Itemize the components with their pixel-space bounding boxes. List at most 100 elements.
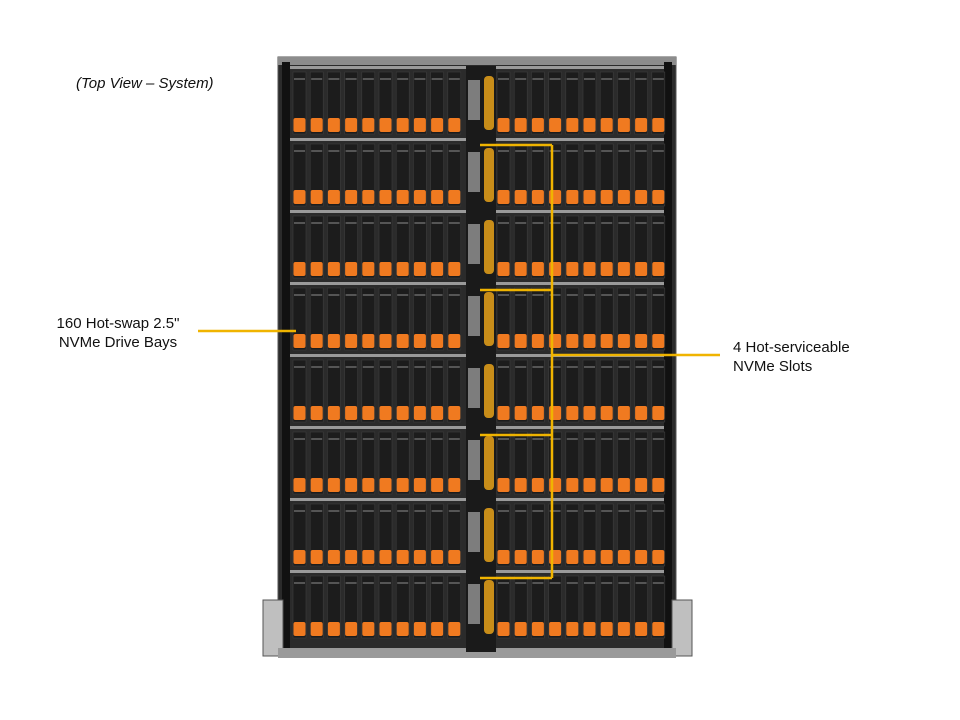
drive-latch (345, 478, 358, 492)
drive-label-strip (584, 294, 595, 296)
drive-label-strip (652, 294, 664, 296)
drive-latch (431, 118, 444, 132)
drive-label-strip (618, 222, 630, 224)
drive-label-strip (584, 222, 595, 224)
drive-label-strip (294, 294, 305, 296)
drive-latch (531, 406, 544, 420)
drive-label-strip (498, 294, 509, 296)
drive-label-strip (549, 150, 561, 152)
drive-label-strip (532, 294, 544, 296)
drive-label-strip (328, 294, 340, 296)
drive-label-strip (294, 222, 305, 224)
drive-latch (310, 262, 323, 276)
drive-latch (549, 622, 562, 636)
drive-label-strip (397, 438, 409, 440)
cable-bundle (484, 220, 494, 274)
drive-latch (396, 118, 409, 132)
drive-label-strip (635, 582, 647, 584)
drive-latch (497, 334, 510, 348)
drive-latch (448, 478, 461, 492)
drive-label-strip (431, 366, 443, 368)
drive-bays-label-line2: NVMe Drive Bays (58, 334, 178, 351)
drive-label-strip (328, 150, 340, 152)
drive-label-strip (515, 510, 527, 512)
drive-latch (600, 262, 613, 276)
drive-latch (396, 334, 409, 348)
drive-bays-label: 160 Hot-swap 2.5" NVMe Drive Bays (40, 314, 196, 352)
drive-latch (310, 190, 323, 204)
drive-label-strip (414, 150, 426, 152)
drive-label-strip (532, 582, 544, 584)
drive-latch (413, 334, 426, 348)
drive-label-strip (311, 582, 323, 584)
drive-latch (531, 190, 544, 204)
drive-label-strip (448, 222, 460, 224)
drive-latch (652, 118, 665, 132)
drive-label-strip (515, 582, 527, 584)
drive-latch (497, 262, 510, 276)
drive-latch (514, 262, 527, 276)
drive-latch (531, 622, 544, 636)
drive-latch (531, 118, 544, 132)
drive-label-strip (532, 366, 544, 368)
drive-latch (362, 334, 375, 348)
drive-latch (617, 334, 630, 348)
drive-latch (396, 190, 409, 204)
drive-latch (413, 550, 426, 564)
drive-latch (362, 406, 375, 420)
drive-latch (652, 478, 665, 492)
drive-label-strip (397, 510, 409, 512)
drive-label-strip (635, 150, 647, 152)
chassis-right-wall (664, 62, 672, 652)
drive-latch (531, 262, 544, 276)
drive-latch (652, 550, 665, 564)
drive-label-strip (566, 150, 578, 152)
drive-label-strip (311, 438, 323, 440)
drive-latch (566, 262, 579, 276)
drive-latch (293, 118, 306, 132)
connector-board (468, 584, 480, 624)
drive-latch (448, 550, 461, 564)
drive-label-strip (362, 294, 374, 296)
drive-label-strip (618, 582, 630, 584)
drive-label-strip (498, 438, 509, 440)
drive-label-strip (635, 294, 647, 296)
drive-latch (293, 550, 306, 564)
drive-latch (345, 262, 358, 276)
drive-label-strip (294, 366, 305, 368)
drive-label-strip (601, 222, 613, 224)
drive-latch (293, 478, 306, 492)
cable-bundle (484, 508, 494, 562)
drive-label-strip (618, 78, 630, 80)
drive-label-strip (345, 366, 357, 368)
drive-latch (617, 118, 630, 132)
drive-label-strip (448, 582, 460, 584)
drive-label-strip (498, 78, 509, 80)
drive-latch (379, 262, 392, 276)
drive-latch (327, 478, 340, 492)
drive-label-strip (652, 366, 664, 368)
drive-latch (396, 550, 409, 564)
drive-label-strip (431, 150, 443, 152)
drive-latch (293, 334, 306, 348)
drive-latch (345, 334, 358, 348)
drive-label-strip (549, 78, 561, 80)
drive-latch (583, 334, 596, 348)
drive-latch (431, 622, 444, 636)
drive-latch (566, 550, 579, 564)
drive-latch (293, 622, 306, 636)
drive-label-strip (414, 438, 426, 440)
drive-label-strip (380, 366, 391, 368)
drive-label-strip (566, 222, 578, 224)
drive-latch (652, 406, 665, 420)
drive-bays-label-line1: 160 Hot-swap 2.5" (56, 315, 180, 332)
connector-board (468, 152, 480, 192)
drive-label-strip (414, 510, 426, 512)
drive-label-strip (294, 438, 305, 440)
drive-label-strip (652, 438, 664, 440)
drive-latch (345, 406, 358, 420)
drive-latch (448, 118, 461, 132)
drive-latch (600, 118, 613, 132)
drive-latch (448, 622, 461, 636)
drive-latch (652, 622, 665, 636)
